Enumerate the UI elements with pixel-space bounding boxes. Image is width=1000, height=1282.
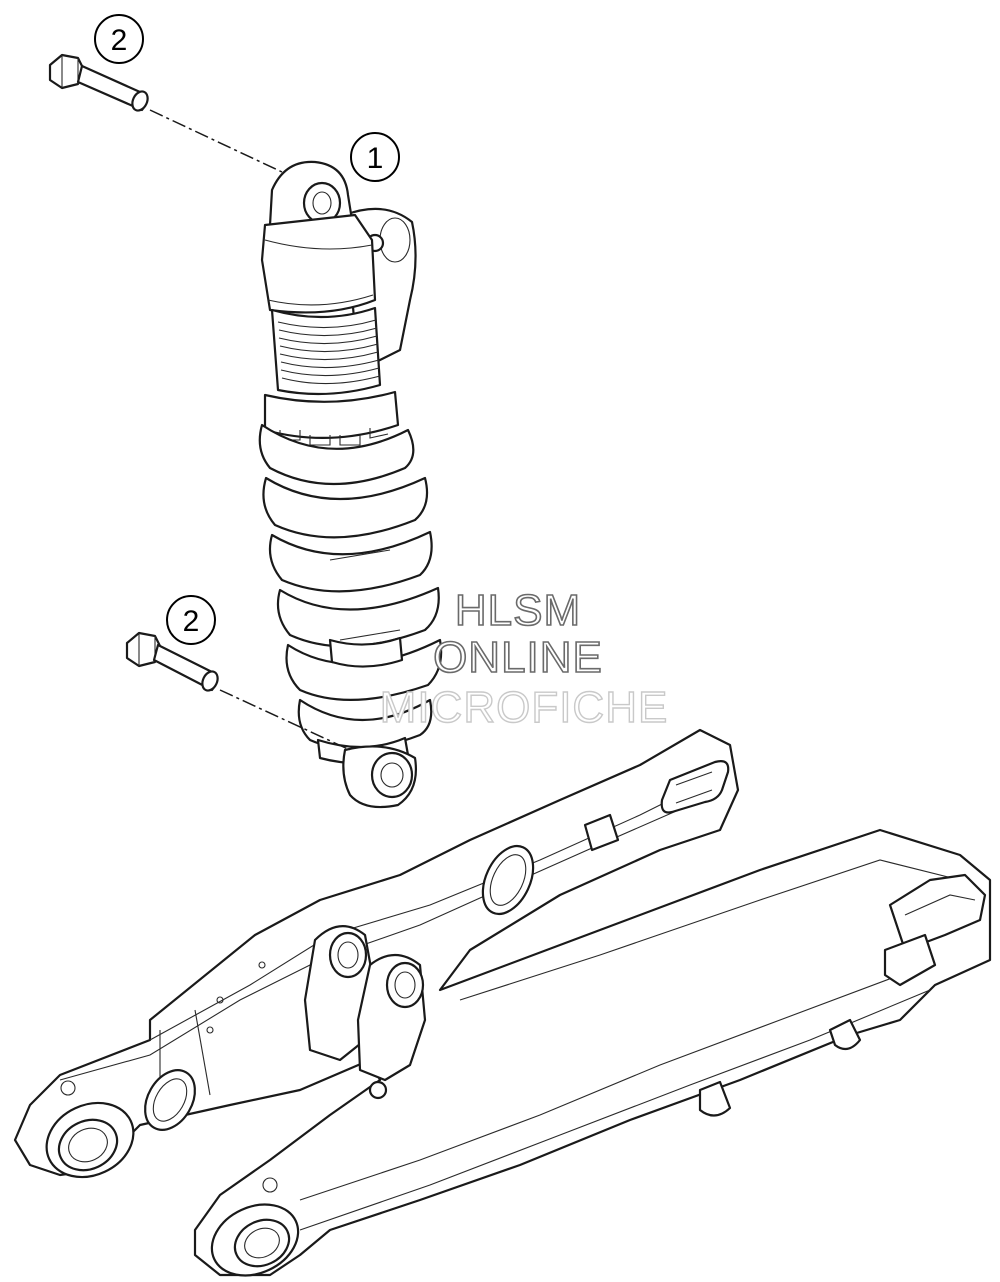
callout-shock[interactable]: 1 — [350, 132, 400, 182]
callout-bolt-upper[interactable]: 2 — [94, 14, 144, 64]
callout-bolt-lower[interactable]: 2 — [166, 595, 216, 645]
shock-absorber[interactable] — [258, 160, 443, 809]
mounting-bolt-lower[interactable] — [125, 631, 221, 693]
callout-number: 2 — [183, 605, 200, 638]
swingarm[interactable] — [13, 728, 992, 1282]
leader-line-upper — [149, 109, 283, 173]
watermark: HLSM ONLINE MICROFICHE — [379, 585, 669, 733]
watermark-line-2: ONLINE — [433, 633, 603, 682]
coil-spring — [258, 423, 443, 750]
thread-lines — [277, 319, 381, 385]
leader-line-lower — [219, 689, 351, 751]
callout-number: 1 — [367, 142, 384, 175]
callout-number: 2 — [111, 24, 128, 57]
watermark-line-1: HLSM — [455, 586, 581, 635]
watermark-line-3: MICROFICHE — [380, 683, 669, 732]
mounting-bolt-upper[interactable] — [48, 53, 151, 113]
